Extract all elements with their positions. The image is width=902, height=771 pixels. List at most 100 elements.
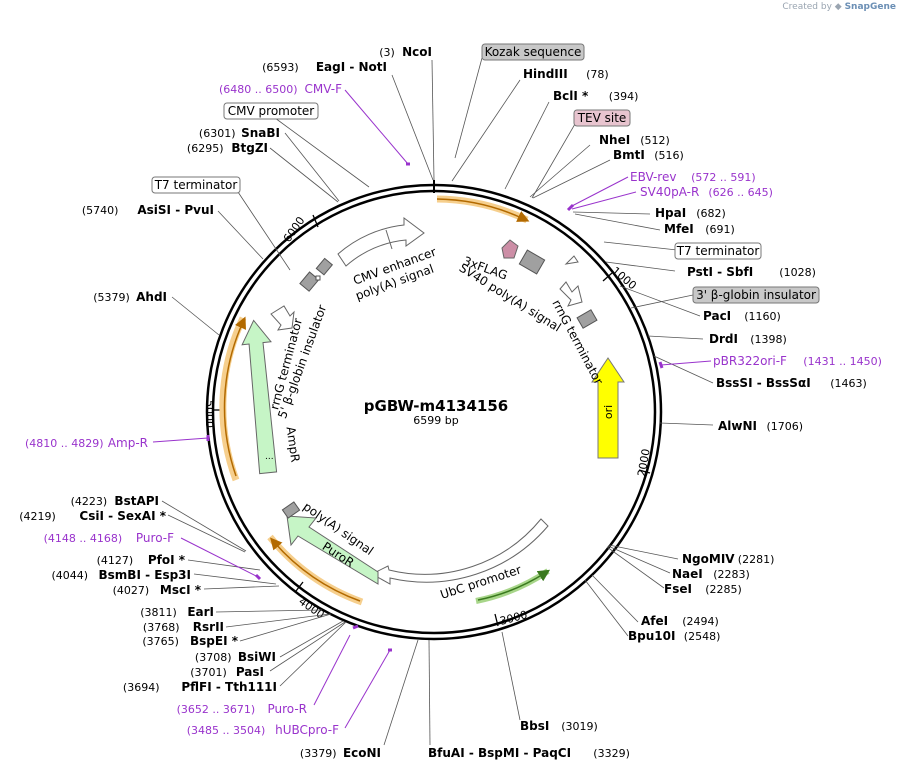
enzyme-site-snabi[interactable]: SnaBI(6301) <box>199 126 280 140</box>
puror-arrow-line <box>270 537 361 602</box>
primer-leaders <box>152 89 712 729</box>
enzyme-name-bmti: BmtI <box>613 148 645 162</box>
enzyme-site-pflfi[interactable]: PflFI - Tth111I(3694) <box>123 680 277 694</box>
enzyme-site-fsei[interactable]: FseI (2285) <box>664 582 742 596</box>
enzyme-pos-drdi: (1398) <box>750 333 787 346</box>
primer-range-cmvf: (6480 .. 6500) <box>219 83 298 96</box>
leader-bglobin3 <box>630 294 694 309</box>
enzyme-site-naei[interactable]: NaeI(2283) <box>672 567 750 581</box>
primer-range-puror: (3652 .. 3671) <box>177 703 256 716</box>
enzyme-site-pfoi[interactable]: PfoI *(4127) <box>97 553 186 567</box>
enzyme-site-bpu10i[interactable]: Bpu10I(2548) <box>628 629 720 643</box>
enzyme-name-csii: CsiI - SexAI * <box>79 509 166 523</box>
plasmid-name: pGBW-m4134156 <box>364 397 508 415</box>
rrng-right-label: rrnG terminator <box>549 297 605 387</box>
primer-purof[interactable]: Puro-F(4148 .. 4168) <box>44 531 174 545</box>
leader-tev <box>531 123 576 199</box>
enzyme-name-alwni: AlwNI <box>718 419 757 433</box>
enzyme-site-bmti[interactable]: BmtI (516) <box>613 148 684 162</box>
primer-sv40pa[interactable]: SV40pA-R(626 .. 645) <box>640 185 773 199</box>
enzyme-site-bcli[interactable]: BclI *(394) <box>553 89 638 103</box>
enzyme-name-mfei: MfeI <box>664 222 694 236</box>
enzyme-site-bsmbi[interactable]: BsmBI - Esp3I(4044) <box>52 568 191 582</box>
enzyme-site-eari[interactable]: EarI(3811) <box>140 605 214 619</box>
enzyme-pos-msci: (4027) <box>113 584 150 597</box>
leader-ampr <box>152 437 209 443</box>
enzyme-site-nhei[interactable]: NheI(512) <box>599 133 670 147</box>
primer-cmvf[interactable]: CMV-F(6480 .. 6500) <box>219 82 342 96</box>
enzyme-site-bsssi[interactable]: BssSI - BssSαI (1463) <box>716 376 867 390</box>
leader-paci <box>619 285 701 317</box>
enzyme-site-econi[interactable]: EcoNI(3379) <box>300 746 381 760</box>
enzyme-pos-fsei: (2285) <box>705 583 742 596</box>
enzyme-site-rsrii[interactable]: RsrII(3768) <box>143 620 224 634</box>
enzyme-site-afei[interactable]: AfeI(2494) <box>641 614 719 628</box>
enzyme-site-asisi[interactable]: AsiSI - PvuI(5740) <box>82 203 214 217</box>
enzyme-pos-bsiwi: (3708) <box>195 651 232 664</box>
cmv-promoter-label: CMV promoter <box>228 104 315 118</box>
enzyme-name-bstapi: BstAPI <box>114 494 159 508</box>
enzyme-pos-ncoi: (3) <box>379 46 395 59</box>
enzyme-site-eagi[interactable]: EagI - NotI(6593) <box>262 60 387 74</box>
enzyme-site-bsiwi[interactable]: BsiWI(3708) <box>195 650 276 664</box>
rrng-left-feature <box>270 305 295 331</box>
primer-range-ampr: (4810 .. 4829) <box>25 437 104 450</box>
enzyme-pos-ngomiv: (2281) <box>738 553 775 566</box>
credit-brand: SnapGene <box>844 2 896 12</box>
enzyme-name-ahdi: AhdI <box>136 290 167 304</box>
enzyme-site-ncoi[interactable]: NcoI(3) <box>379 45 432 59</box>
credit-prefix: Created by <box>782 2 832 12</box>
ampr-band <box>219 316 247 482</box>
enzyme-site-bstapi[interactable]: BstAPI(4223) <box>71 494 159 508</box>
enzyme-pos-alwni: (1706) <box>767 420 804 433</box>
leader-fsei <box>606 546 665 589</box>
enzyme-site-mfei[interactable]: MfeI(691) <box>664 222 735 236</box>
enzyme-name-fsei: FseI <box>664 582 692 596</box>
leader-cmvf <box>344 89 409 165</box>
enzyme-site-csii[interactable]: CsiI - SexAI *(4219) <box>19 509 166 523</box>
t7-left-label: T7 terminator <box>154 178 238 192</box>
enzyme-pos-econi: (3379) <box>300 747 337 760</box>
leader-bpu10i <box>584 579 629 637</box>
sv40-label: SV40 poly(A) signal <box>457 261 564 335</box>
primer-hubcpro[interactable]: hUBCpro-F(3485 .. 3504) <box>187 723 339 737</box>
enzyme-site-bfuai[interactable]: BfuAI - BspMI - PaqCI(3329) <box>428 746 630 760</box>
enzyme-site-hindiii[interactable]: HindIII(78) <box>523 67 609 81</box>
leader-sv40pa <box>571 191 637 210</box>
leader-pasi <box>269 621 346 672</box>
enzyme-pos-bsssi: (1463) <box>830 377 867 390</box>
leader-pfoi <box>187 559 261 571</box>
kozak-box <box>481 43 585 61</box>
leader-t7right <box>603 241 678 251</box>
enzyme-name-bsssi: BssSI - BssSαI <box>716 376 811 390</box>
enzyme-site-alwni[interactable]: AlwNI (1706) <box>718 419 803 433</box>
enzyme-pos-bmti: (516) <box>654 149 684 162</box>
leader-rsrii <box>225 613 331 628</box>
enzyme-pos-paci: (1160) <box>744 310 781 323</box>
enzyme-name-psti: PstI - SbfI <box>687 265 753 279</box>
enzyme-site-pasi[interactable]: PasI(3701) <box>190 665 264 679</box>
primer-ampr[interactable]: Amp-R(4810 .. 4829) <box>25 436 148 450</box>
tick-label-6000: 6000 <box>281 214 308 244</box>
enzyme-site-btgzi[interactable]: BtgZI(6295) <box>187 141 268 155</box>
leader-ebv <box>569 176 629 208</box>
primer-name-pbr322: pBR322ori-F <box>713 354 787 368</box>
enzyme-name-bspei: BspEI * <box>190 634 239 648</box>
enzyme-name-naei: NaeI <box>672 567 703 581</box>
enzyme-site-psti[interactable]: PstI - SbfI(1028) <box>687 265 816 279</box>
enzyme-site-msci[interactable]: MscI *(4027) <box>113 583 202 597</box>
enzyme-site-ngomiv[interactable]: NgoMIV(2281) <box>682 552 774 566</box>
leader-msci <box>203 585 280 590</box>
enzyme-site-drdi[interactable]: DrdI(1398) <box>709 332 787 346</box>
primer-puror[interactable]: Puro-R(3652 .. 3671) <box>177 702 307 716</box>
enzyme-site-bspei[interactable]: BspEI *(3765) <box>142 634 238 648</box>
enzyme-site-ahdi[interactable]: AhdI(5379) <box>93 290 167 304</box>
primer-ebvrev[interactable]: EBV-rev(572 .. 591) <box>630 170 756 184</box>
leader-bbsi <box>501 631 521 721</box>
enzyme-site-hpai[interactable]: HpaI(682) <box>655 206 726 220</box>
primer-range-hubcpro: (3485 .. 3504) <box>187 724 266 737</box>
enzyme-site-bbsi[interactable]: BbsI(3019) <box>520 719 598 733</box>
enzyme-site-paci[interactable]: PacI(1160) <box>703 309 781 323</box>
primer-pbr322[interactable]: pBR322ori-F(1431 .. 1450) <box>713 354 882 368</box>
enzyme-pos-pflfi: (3694) <box>123 681 160 694</box>
